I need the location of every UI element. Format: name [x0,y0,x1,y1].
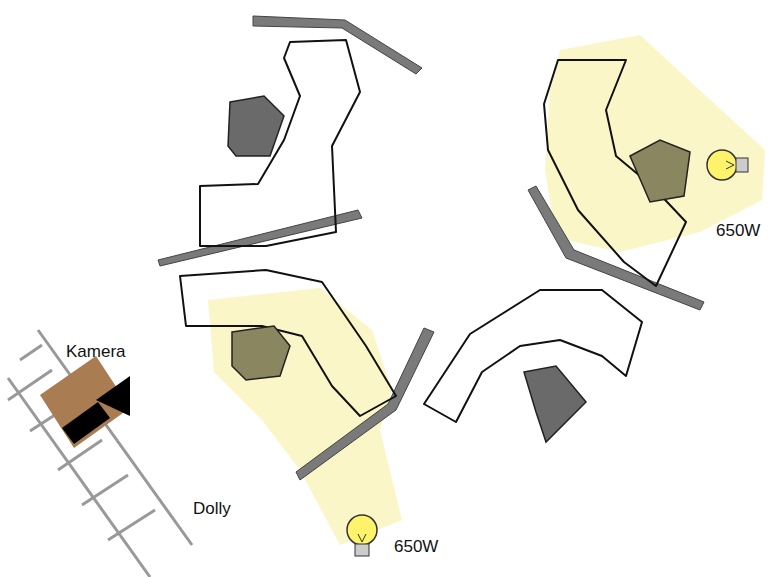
lamp-power: 650W [394,538,438,557]
flag-boards [158,16,704,480]
lamp-power: 650W [716,222,760,241]
lamp-symbol [347,515,377,556]
dolly-platform [40,356,130,448]
camera-symbol [62,376,130,444]
lamp-symbol [707,150,748,180]
light-cone [545,35,765,252]
set-pieces [180,40,686,422]
dolly-track [8,330,192,577]
camera-label: Kamera [66,343,126,362]
props [228,96,690,442]
dolly-label: Dolly [193,500,231,519]
